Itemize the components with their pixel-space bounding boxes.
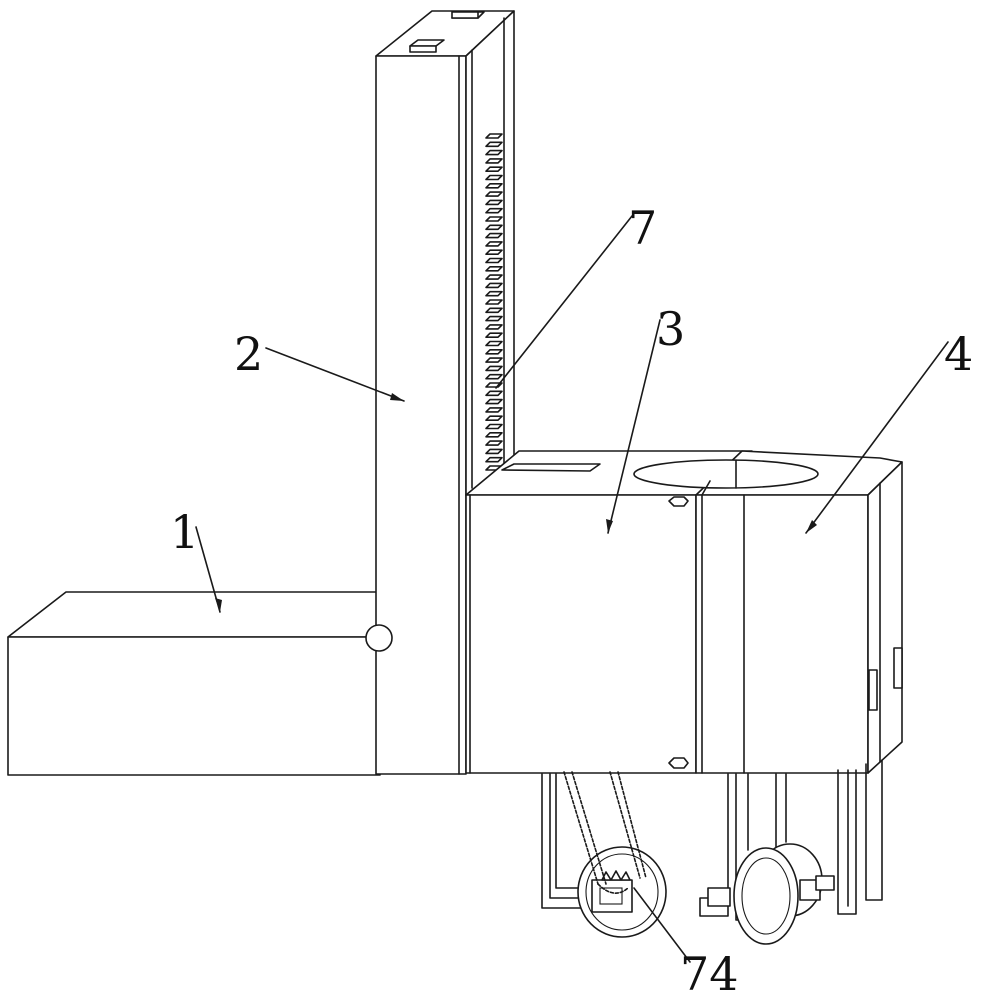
rack-tooth — [486, 416, 502, 420]
base-block — [8, 592, 380, 775]
label-part-2: 2 — [234, 327, 263, 381]
rack-tooth — [486, 425, 502, 429]
rack-tooth — [486, 234, 502, 238]
rack-tooth — [486, 159, 502, 163]
right-wheel-assembly — [700, 760, 882, 944]
rack-tooth — [486, 375, 502, 379]
rack-tooth — [486, 342, 502, 346]
rack-tooth — [486, 200, 502, 204]
rack-tooth — [486, 358, 502, 362]
rack-teeth — [486, 134, 502, 470]
rack-tooth — [486, 259, 502, 263]
rack-tooth — [486, 184, 502, 188]
rack-tooth — [486, 242, 502, 246]
rack-tooth — [486, 151, 502, 155]
rack-tooth — [486, 300, 502, 304]
label-part-1: 1 — [170, 505, 199, 559]
rack-tooth — [486, 209, 502, 213]
rack-tooth — [486, 267, 502, 271]
pivot-knob — [366, 625, 392, 651]
label-part-74: 74 — [680, 947, 739, 1000]
rack-tooth — [486, 449, 502, 453]
rack-tooth — [486, 250, 502, 254]
rack-tooth — [486, 283, 502, 287]
rack-tooth — [486, 167, 502, 171]
rack-tooth — [486, 192, 502, 196]
rack-tooth — [486, 433, 502, 437]
rack-tooth — [486, 142, 502, 146]
rack-tooth — [486, 225, 502, 229]
rack-tooth — [486, 325, 502, 329]
rack-tooth — [486, 134, 502, 138]
rack-tooth — [486, 350, 502, 354]
label-part-4: 4 — [944, 327, 973, 381]
rack-tooth — [486, 333, 502, 337]
rack-tooth — [486, 408, 502, 412]
rack-tooth — [486, 441, 502, 445]
label-part-7: 7 — [628, 201, 657, 255]
rack-tooth — [486, 217, 502, 221]
rack-tooth — [486, 176, 502, 180]
rack-tooth — [486, 458, 502, 462]
rack-tooth — [486, 366, 502, 370]
rack-tooth — [486, 391, 502, 395]
rack-tooth — [486, 308, 502, 312]
rack-tooth — [486, 317, 502, 321]
label-part-3: 3 — [656, 302, 685, 356]
rack-tooth — [486, 275, 502, 279]
rack-tooth — [486, 400, 502, 404]
left-wheel-assembly — [542, 772, 666, 937]
rack-tooth — [486, 292, 502, 296]
